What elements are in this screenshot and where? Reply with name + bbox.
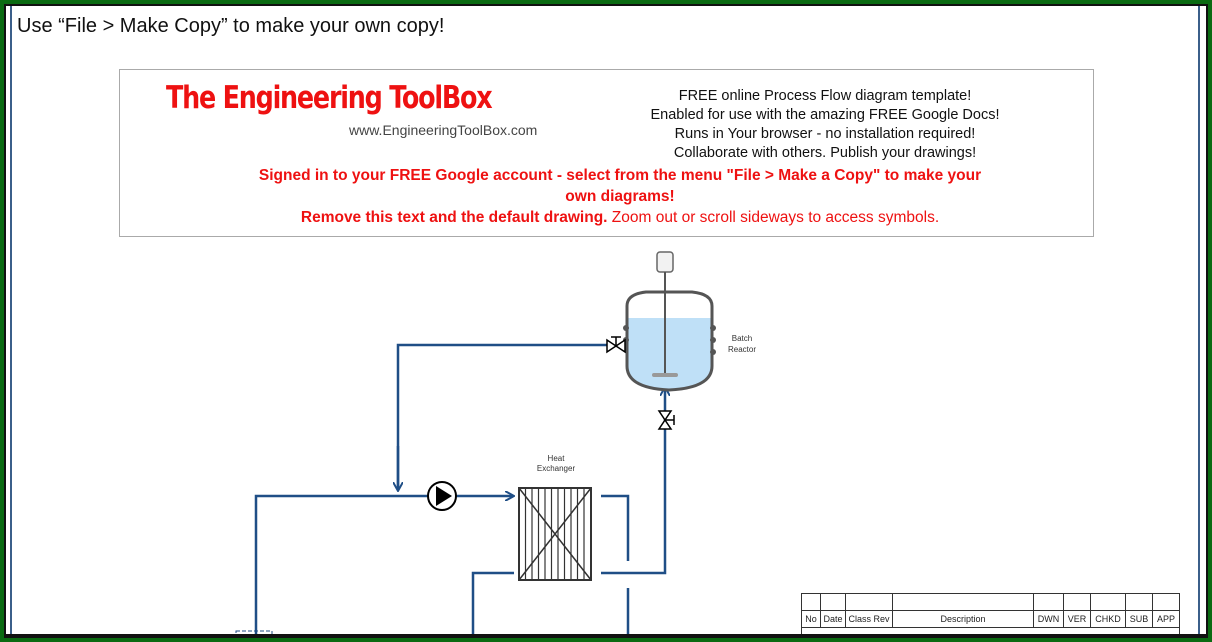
col-class-rev: Class Rev — [845, 610, 893, 628]
engineering-toolbox-logo: The Engineering ToolBox — [166, 80, 493, 116]
signed-in-line: Signed in to your FREE Google account - … — [258, 167, 982, 184]
reactor-label: Reactor — [728, 345, 756, 354]
pipe-cold-in — [471, 571, 514, 634]
signed-in-notice: Signed in to your FREE Google account - … — [120, 165, 1120, 228]
signed-in-line: own diagrams! — [565, 188, 675, 205]
remove-text-bold: Remove this text and the default drawing… — [300, 209, 608, 226]
drawing-canvas[interactable]: Use “File > Make Copy” to make your own … — [6, 6, 1206, 634]
pipe-hx-to-reactor — [601, 388, 665, 575]
pump-icon — [427, 481, 457, 511]
col-sub: SUB — [1125, 610, 1153, 628]
info-line: Runs in Your browser - no installation r… — [674, 126, 976, 142]
col-no: No — [801, 610, 821, 628]
pipe-main — [254, 494, 428, 634]
revision-title-block: No Date Class Rev Description DWN VER CH… — [801, 593, 1180, 634]
col-app: APP — [1152, 610, 1180, 628]
banner-textbox[interactable]: The Engineering ToolBox www.EngineeringT… — [119, 69, 1094, 237]
pipe-hx-out — [601, 494, 630, 561]
tank-outline — [235, 630, 273, 634]
heat-exchanger-icon — [518, 487, 592, 581]
reactor-label: Batch — [732, 334, 752, 343]
hx-label: Exchanger — [537, 464, 576, 473]
pipe-return — [396, 343, 609, 490]
col-date: Date — [820, 610, 846, 628]
instruction-text: Use “File > Make Copy” to make your own … — [17, 15, 445, 37]
valve-icon — [657, 410, 675, 430]
col-dwn: DWN — [1033, 610, 1064, 628]
process-flow-diagram: Heat Exchanger Batch Reactor — [235, 251, 756, 634]
hx-label: Heat — [548, 454, 566, 463]
info-lines: FREE online Process Flow diagram templat… — [590, 87, 1060, 163]
col-ver: VER — [1063, 610, 1091, 628]
col-chkd: CHKD — [1090, 610, 1126, 628]
col-description: Description — [892, 610, 1034, 628]
info-line: Enabled for use with the amazing FREE Go… — [650, 107, 1000, 123]
remove-text-normal: Zoom out or scroll sideways to access sy… — [607, 209, 940, 226]
logo-url: www.EngineeringToolBox.com — [349, 122, 538, 138]
valve-icon — [606, 336, 626, 354]
info-line: Collaborate with others. Publish your dr… — [673, 145, 977, 161]
pipes — [254, 343, 665, 634]
batch-reactor-icon — [623, 251, 716, 392]
info-line: FREE online Process Flow diagram templat… — [678, 88, 972, 104]
